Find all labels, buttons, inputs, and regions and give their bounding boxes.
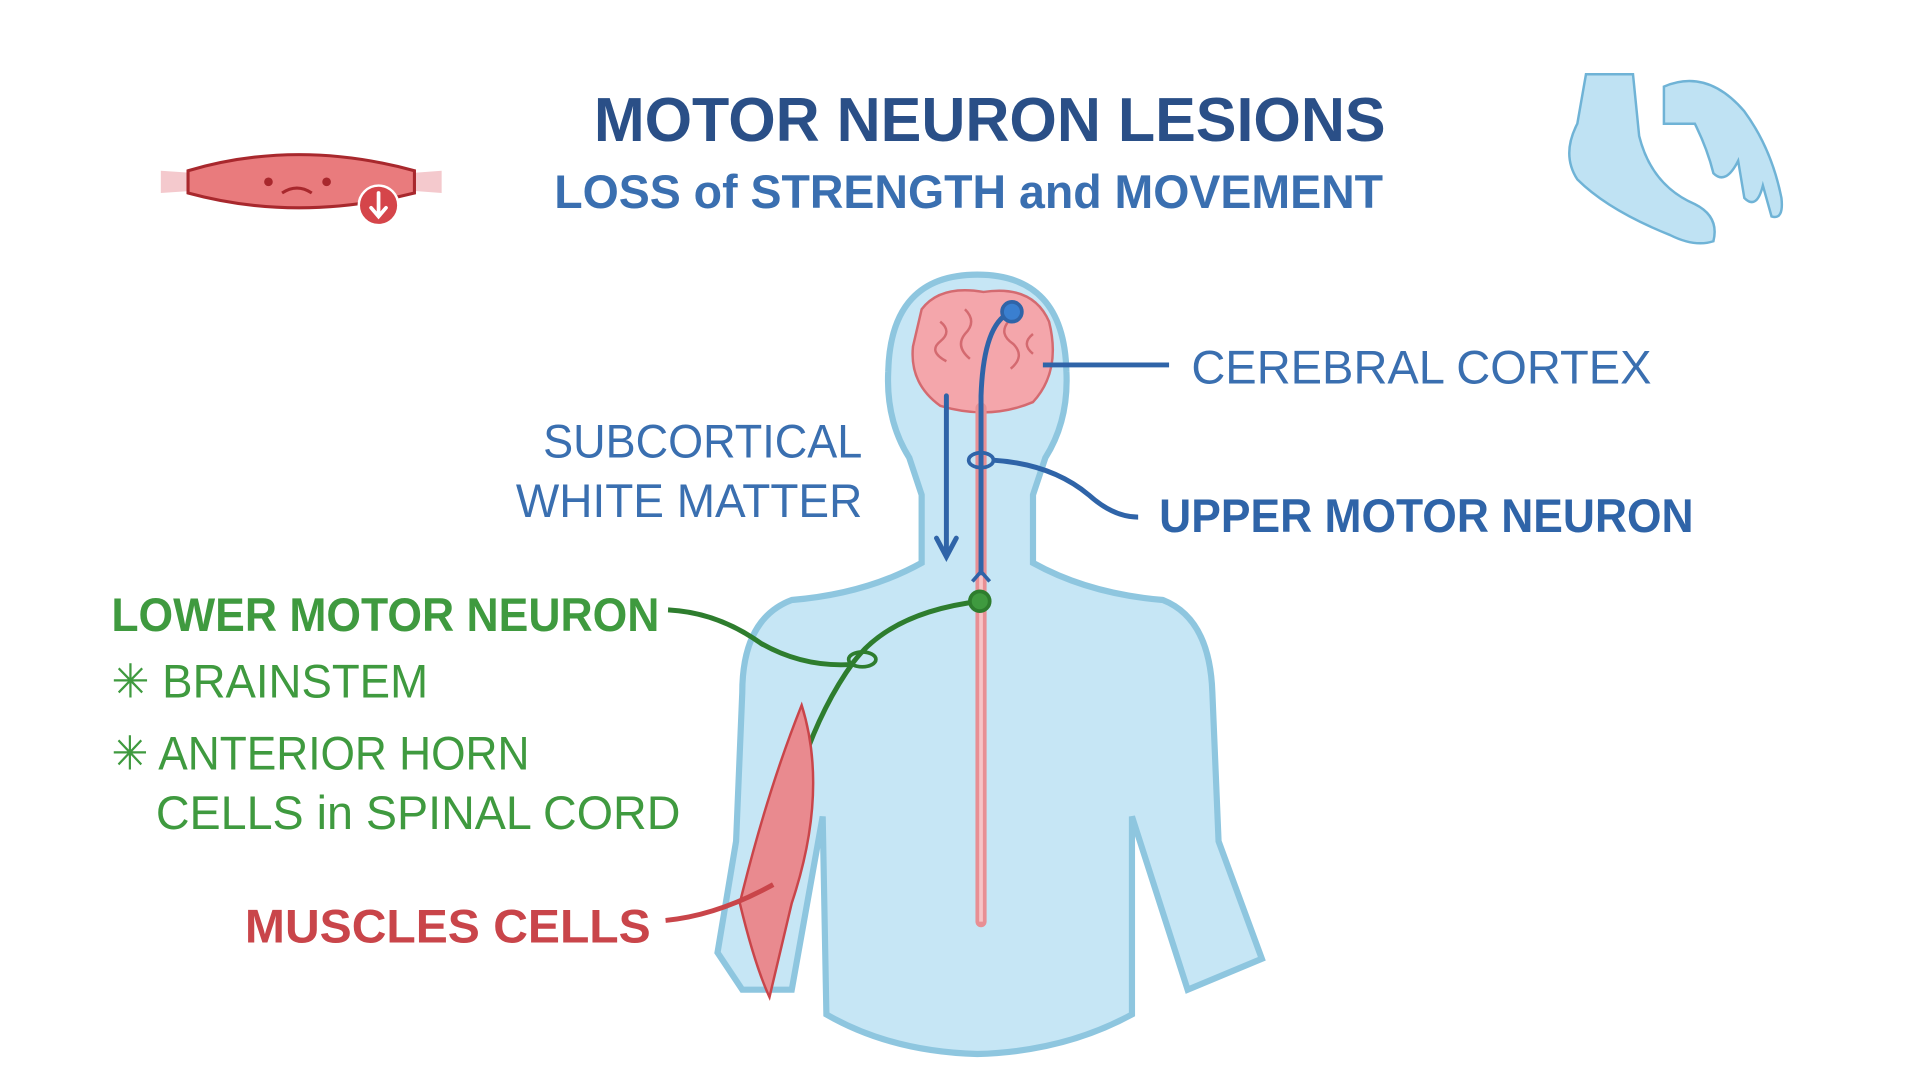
- label-upper-motor-neuron: UPPER MOTOR NEURON: [1159, 489, 1693, 542]
- foot-drop-hand-icon: [1568, 72, 1784, 245]
- label-white-matter: WHITE MATTER: [516, 474, 862, 527]
- label-brainstem: ✳ BRAINSTEM: [111, 655, 428, 708]
- label-subcortical: SUBCORTICAL: [543, 415, 862, 468]
- page-subtitle: LOSS of STRENGTH and MOVEMENT: [554, 165, 1383, 218]
- page-title: MOTOR NEURON LESIONS: [594, 86, 1386, 155]
- down-arrow-icon: [357, 184, 400, 227]
- label-cerebral-cortex: CEREBRAL CORTEX: [1191, 341, 1651, 394]
- arm-muscle: [738, 701, 815, 1001]
- subcortical-arrow: [934, 393, 959, 562]
- label-spinal-cord-cells: CELLS in SPINAL CORD: [156, 786, 681, 839]
- label-muscle-cells: MUSCLES CELLS: [245, 900, 651, 953]
- body-silhouette: [714, 271, 1266, 1058]
- label-lower-motor-neuron: LOWER MOTOR NEURON: [111, 588, 659, 641]
- weak-muscle-icon: [160, 153, 442, 227]
- label-anterior-horn: ✳ ANTERIOR HORN: [111, 726, 529, 779]
